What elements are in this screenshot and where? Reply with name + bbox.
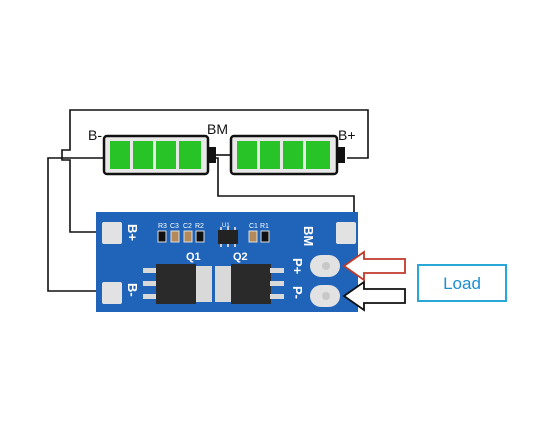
silk-bm: BM — [301, 226, 316, 246]
silk-c2: C2 — [183, 223, 192, 230]
silk-c3: C3 — [170, 223, 179, 230]
bms-board: B+ B- BM P+ P- R3 C3 C2 R2 U1 C1 R1 Q1 Q… — [96, 212, 358, 312]
arrow-p-minus — [342, 280, 406, 312]
silk-b-minus: B- — [125, 283, 140, 297]
load-box: Load — [417, 264, 507, 302]
pad-b-plus — [102, 222, 122, 244]
silk-p-minus: P- — [290, 286, 305, 299]
pad-bm — [336, 222, 356, 244]
load-label: Load — [443, 274, 481, 293]
label-bm: BM — [207, 121, 228, 137]
silk-b-plus: B+ — [125, 224, 140, 241]
silk-c1: C1 — [249, 223, 258, 230]
label-b-plus: B+ — [338, 127, 356, 143]
silk-q1: Q1 — [186, 251, 201, 263]
silk-r2: R2 — [195, 223, 204, 230]
smd-parts — [157, 230, 270, 243]
mosfet-q1 — [143, 264, 212, 304]
label-b-minus: B- — [88, 127, 102, 143]
arrow-p-plus — [342, 250, 406, 282]
silk-r3: R3 — [158, 223, 167, 230]
wire-bplus-loop — [61, 109, 369, 233]
silk-u1: U1 — [222, 223, 230, 229]
mosfet-q2 — [215, 264, 284, 304]
chip-u1 — [218, 227, 238, 247]
wire-bminus — [47, 157, 104, 292]
silk-r1: R1 — [260, 223, 269, 230]
battery-right — [229, 134, 345, 176]
pad-b-minus — [102, 282, 122, 304]
silk-p-plus: P+ — [290, 258, 305, 275]
battery-left — [102, 134, 216, 176]
silk-q2: Q2 — [233, 251, 248, 263]
